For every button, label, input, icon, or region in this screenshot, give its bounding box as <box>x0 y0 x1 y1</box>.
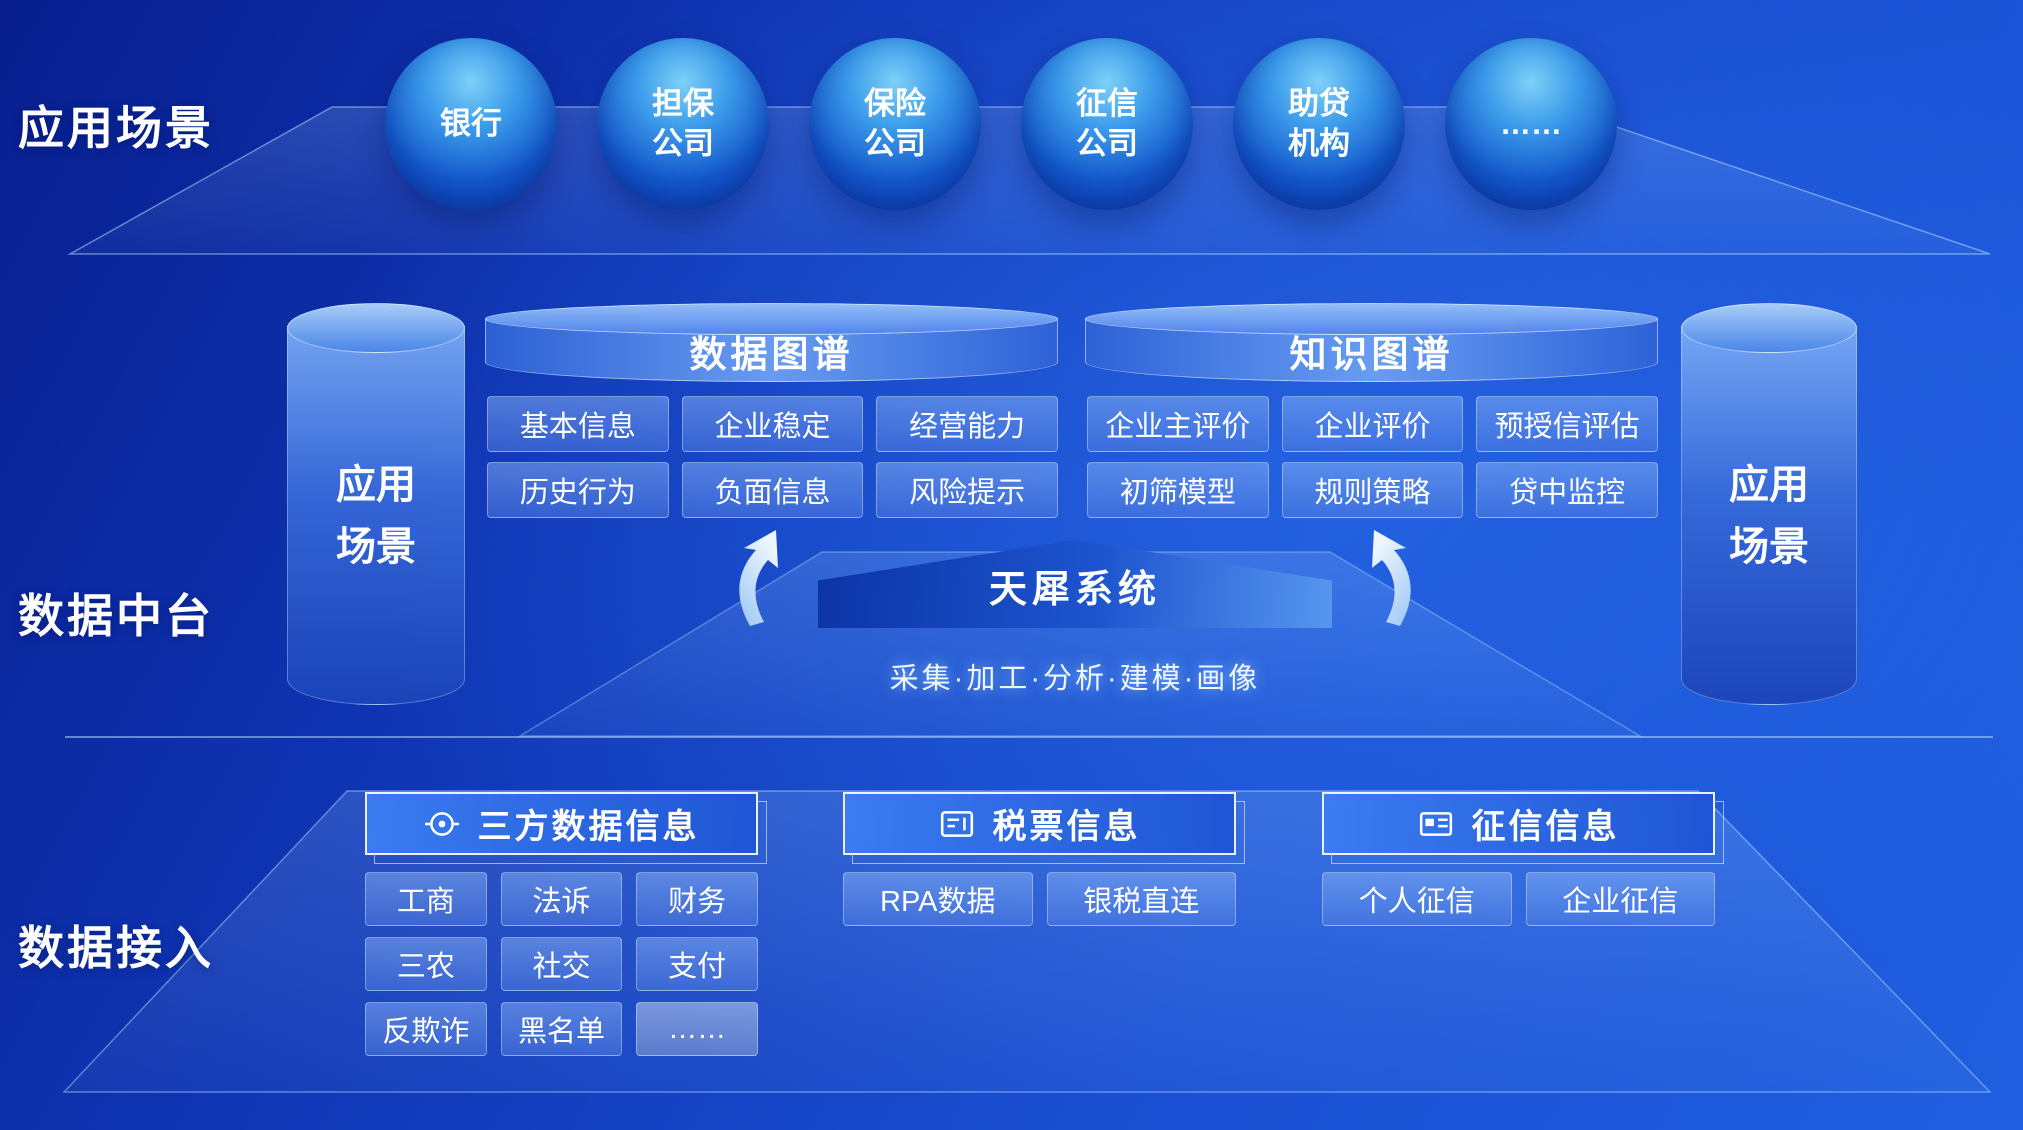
access-group-header-box: 税票信息 <box>843 792 1236 855</box>
scenario-label: 征信公司 <box>1076 85 1138 161</box>
tianxi-system-banner: 天犀系统 <box>818 540 1332 628</box>
tax-invoice-chip: RPA数据 <box>843 872 1033 926</box>
third-party-chip-grid: 工商 法诉 财务 三农 社交 支付 反欺诈 黑名单 …… <box>365 872 758 1056</box>
access-group-header-third-party: 三方数据信息 <box>365 792 767 864</box>
data-graph-title: 数据图谱 <box>689 333 854 375</box>
scenario-label: 保险公司 <box>864 85 926 161</box>
knowledge-graph-chip: 规则策略 <box>1281 462 1464 518</box>
scenario-sphere-credit: 征信公司 <box>1021 38 1193 210</box>
third-party-chip: 支付 <box>636 937 758 991</box>
knowledge-graph-chip: 贷中监控 <box>1476 462 1658 518</box>
target-icon <box>424 811 459 836</box>
third-party-chip: 反欺诈 <box>365 1002 487 1056</box>
scenario-sphere-guarantee: 担保公司 <box>597 38 769 210</box>
tax-invoice-chip: 银税直连 <box>1046 872 1236 926</box>
data-graph-chip: 风险提示 <box>876 462 1058 518</box>
tianxi-system-title: 天犀系统 <box>988 569 1161 611</box>
scenario-label: 担保公司 <box>652 85 714 161</box>
cylinder-body <box>1681 326 1857 705</box>
knowledge-graph-header: 知识图谱 <box>1085 303 1658 382</box>
cylinder-label: 应用场景 <box>336 463 416 570</box>
disc-top <box>485 303 1058 335</box>
cylinder-top <box>287 303 465 353</box>
access-group-header-tax-invoice: 税票信息 <box>843 792 1245 864</box>
knowledge-graph-title: 知识图谱 <box>1289 333 1454 375</box>
section-label-application-scenarios: 应用场景 <box>18 102 214 154</box>
access-group-header-box: 三方数据信息 <box>365 792 758 855</box>
third-party-chip: 法诉 <box>500 872 623 926</box>
data-graph-chip: 负面信息 <box>681 462 864 518</box>
data-graph-chip: 企业稳定 <box>681 396 864 452</box>
tax-invoice-chip-grid: RPA数据 银税直连 <box>843 872 1236 926</box>
left-cylinder-application-scenarios: 应用场景 <box>287 303 465 705</box>
section-label-data-access: 数据接入 <box>18 922 214 974</box>
cylinder-body <box>287 326 465 705</box>
access-group-title: 税票信息 <box>992 808 1141 846</box>
arrow-up-left-icon <box>739 530 778 626</box>
knowledge-graph-chip: 初筛模型 <box>1087 462 1269 518</box>
third-party-chip-more: …… <box>636 1002 758 1056</box>
knowledge-graph-chip: 企业评价 <box>1281 396 1464 452</box>
third-party-chip: 社交 <box>500 937 623 991</box>
third-party-chip: 三农 <box>365 937 487 991</box>
knowledge-graph-chip-grid: 企业主评价 企业评价 预授信评估 初筛模型 规则策略 贷中监控 <box>1087 396 1658 518</box>
credit-chip: 个人征信 <box>1322 872 1512 926</box>
data-graph-chip: 基本信息 <box>487 396 669 452</box>
scenario-sphere-more: …… <box>1445 38 1617 210</box>
right-cylinder-application-scenarios: 应用场景 <box>1681 303 1857 705</box>
access-group-header-credit: 征信信息 <box>1322 792 1724 864</box>
scenario-label: …… <box>1500 105 1562 141</box>
third-party-chip: 财务 <box>636 872 758 926</box>
scenario-label: 助贷机构 <box>1288 85 1350 161</box>
scenario-sphere-insurance: 保险公司 <box>809 38 981 210</box>
knowledge-graph-chip: 企业主评价 <box>1087 396 1269 452</box>
third-party-chip: 工商 <box>365 872 487 926</box>
third-party-chip: 黑名单 <box>500 1002 623 1056</box>
data-graph-chip: 历史行为 <box>487 462 669 518</box>
scenario-sphere-bank: 银行 <box>385 38 557 210</box>
cylinder-top <box>1681 303 1857 353</box>
scenario-label: 银行 <box>440 105 502 141</box>
data-graph-chip: 经营能力 <box>876 396 1058 452</box>
access-group-header-box: 征信信息 <box>1322 792 1715 855</box>
data-graph-header: 数据图谱 <box>485 303 1058 382</box>
section-label-data-middle-platform: 数据中台 <box>18 590 214 642</box>
id-card-icon <box>1419 811 1452 836</box>
invoice-icon <box>940 810 973 837</box>
cylinder-label: 应用场景 <box>1729 463 1809 570</box>
arrow-up-right-icon <box>1372 530 1411 626</box>
access-group-title: 三方数据信息 <box>477 808 700 846</box>
pipeline-caption: 采集·加工·分析·建模·画像 <box>889 663 1261 695</box>
scenario-sphere-loan-assist: 助贷机构 <box>1233 38 1405 210</box>
credit-chip-grid: 个人征信 企业征信 <box>1322 872 1715 926</box>
data-graph-chip-grid: 基本信息 企业稳定 经营能力 历史行为 负面信息 风险提示 <box>487 396 1058 518</box>
access-group-title: 征信信息 <box>1471 808 1620 846</box>
knowledge-graph-chip: 预授信评估 <box>1476 396 1658 452</box>
disc-top <box>1085 303 1658 335</box>
credit-chip: 企业征信 <box>1525 872 1715 926</box>
